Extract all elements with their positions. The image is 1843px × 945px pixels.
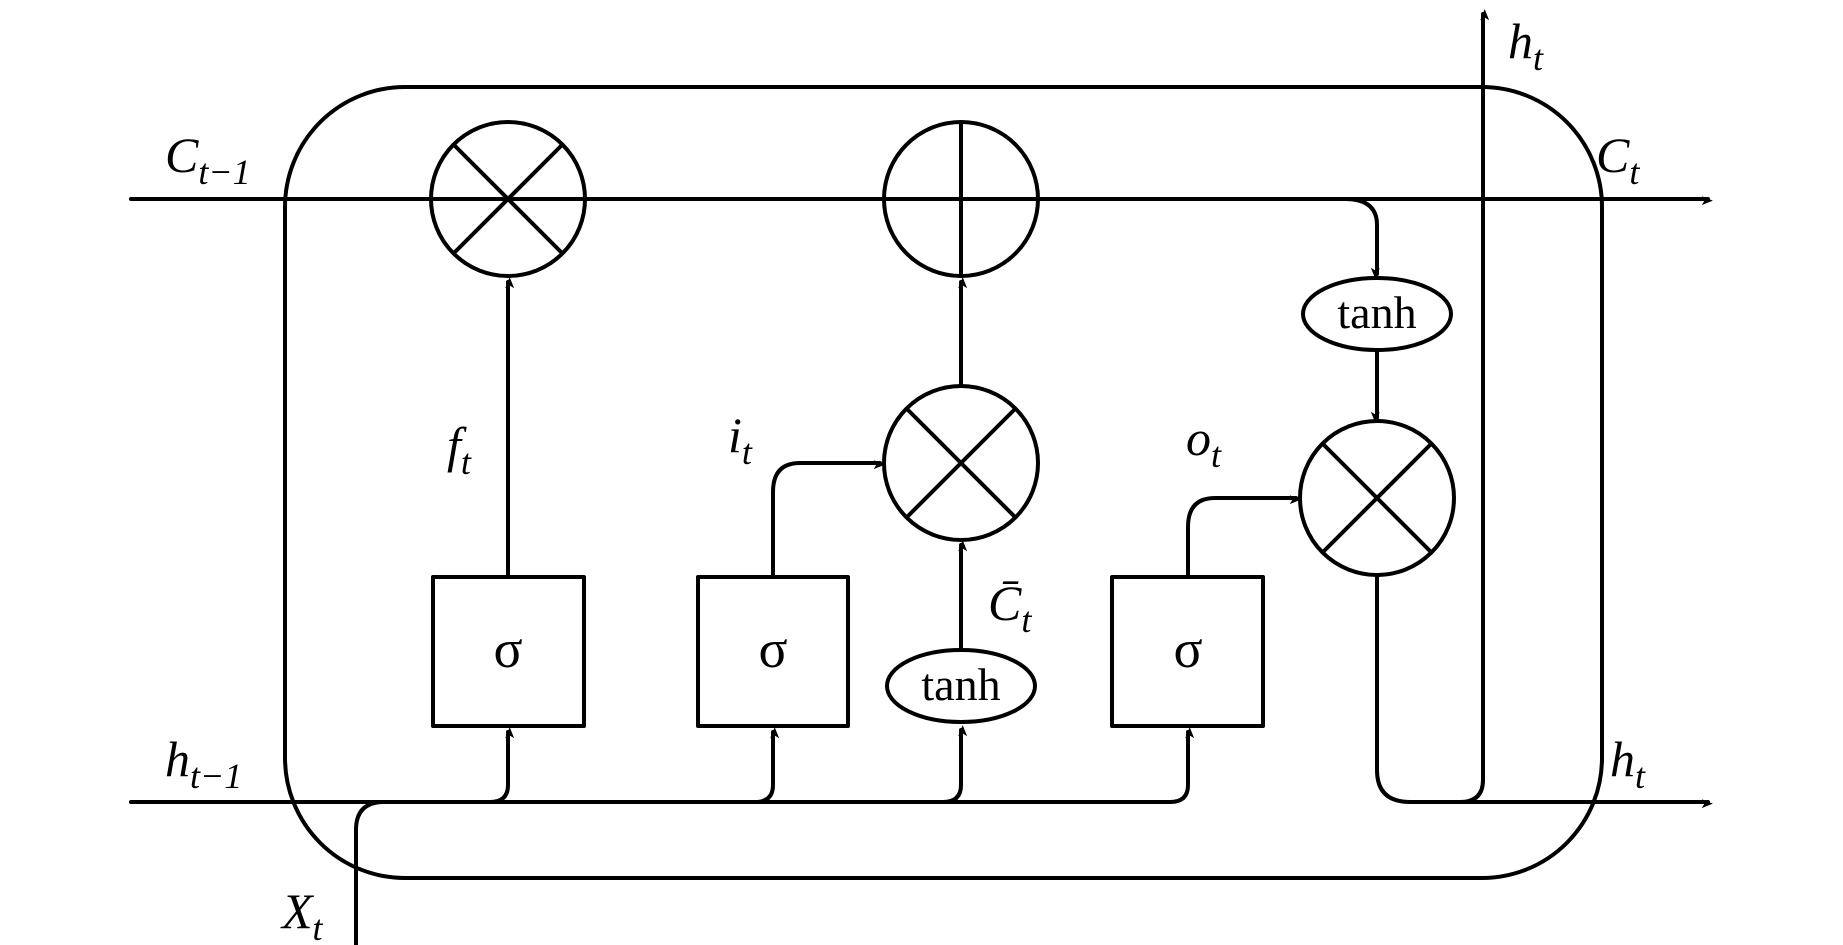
hidden-output-line	[1375, 573, 1713, 809]
x-input-line	[354, 800, 386, 945]
input-gate-output	[771, 460, 885, 579]
input-gate-input	[753, 727, 780, 804]
h-output-top-label: ht	[1508, 13, 1544, 78]
candidate-label: C̄t	[988, 575, 1032, 640]
candidate-input	[941, 725, 968, 804]
forget-gate-sigma: σ	[493, 619, 522, 679]
output-gate-output	[1186, 495, 1301, 579]
forget-gate-input	[488, 727, 515, 804]
output-multiply-op	[1298, 419, 1456, 577]
hidden-output-up-line	[1458, 9, 1490, 804]
cell-tanh: tanh	[1337, 287, 1416, 338]
input-gate-sigma: σ	[758, 619, 787, 679]
c-prev-label: Ct−1	[165, 127, 251, 192]
h-output-right-label: ht	[1610, 731, 1646, 796]
candidate-tanh: tanh	[921, 659, 1000, 710]
input-multiply-op	[882, 384, 1040, 542]
add-op	[882, 120, 1040, 278]
output-gate-sigma: σ	[1173, 619, 1202, 679]
cell-boundary	[283, 85, 1604, 880]
output-gate-label: ot	[1186, 410, 1222, 475]
cell-tanh-input	[1343, 197, 1380, 279]
output-gate-input	[1168, 727, 1195, 804]
x-input-label: Xt	[280, 883, 324, 945]
h-prev-label: ht−1	[165, 731, 242, 796]
input-gate-label: it	[728, 407, 753, 472]
forget-multiply-op	[429, 120, 587, 278]
forget-gate-label: ft	[447, 417, 472, 482]
c-output-label: Ct	[1596, 127, 1640, 192]
